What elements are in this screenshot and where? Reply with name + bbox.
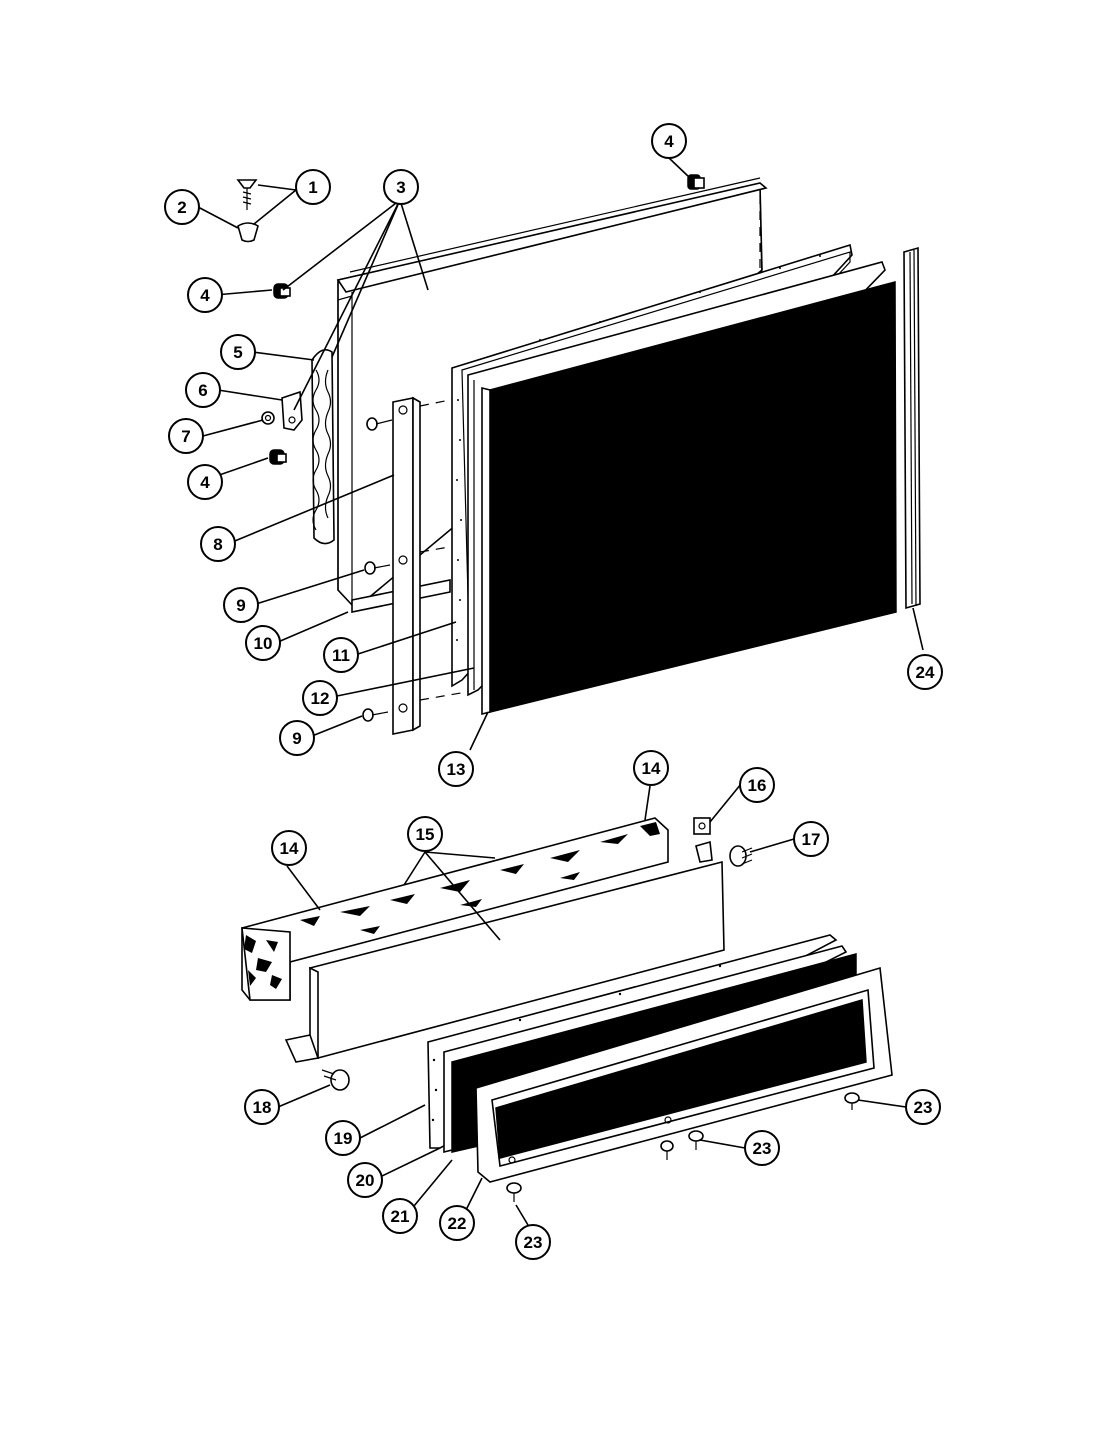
callout-23: 23: [905, 1089, 941, 1125]
svg-text:10: 10: [254, 634, 273, 653]
callout-14: 14: [271, 830, 307, 866]
callout-16: 16: [739, 767, 775, 803]
svg-text:23: 23: [753, 1139, 772, 1158]
bumper-icon: [273, 283, 291, 299]
callout-17: 17: [793, 821, 829, 857]
screw-icon: [844, 1092, 860, 1110]
svg-text:9: 9: [292, 729, 301, 748]
svg-text:21: 21: [391, 1207, 410, 1226]
svg-text:24: 24: [916, 663, 935, 682]
svg-text:17: 17: [802, 830, 821, 849]
callout-8: 8: [200, 526, 236, 562]
svg-text:13: 13: [447, 760, 466, 779]
screw-icon: [506, 1182, 522, 1202]
top-channel: [336, 182, 768, 293]
callout-23: 23: [744, 1130, 780, 1166]
svg-text:8: 8: [213, 535, 222, 554]
svg-text:4: 4: [664, 132, 674, 151]
screw-icon: [688, 1130, 704, 1150]
svg-text:9: 9: [236, 596, 245, 615]
svg-text:11: 11: [332, 646, 350, 665]
callout-12: 12: [302, 680, 338, 716]
svg-text:6: 6: [198, 381, 207, 400]
svg-text:1: 1: [308, 178, 317, 197]
control-panel-assembly: [241, 817, 893, 1202]
clip-icon: [693, 817, 713, 863]
callout-9: 9: [223, 587, 259, 623]
callout-21: 21: [382, 1198, 418, 1234]
svg-text:12: 12: [311, 689, 330, 708]
callout-4: 4: [651, 123, 687, 159]
screw-cap-icon: [237, 222, 259, 243]
svg-text:5: 5: [233, 343, 242, 362]
callout-18: 18: [244, 1089, 280, 1125]
screw-icon: [366, 417, 393, 431]
callout-14: 14: [633, 750, 669, 786]
svg-text:16: 16: [748, 776, 767, 795]
screw-icon: [729, 845, 753, 867]
svg-text:4: 4: [200, 286, 210, 305]
hinge-bracket: [281, 390, 303, 431]
callout-2: 2: [164, 189, 200, 225]
screw-icon: [362, 708, 389, 722]
svg-text:19: 19: [334, 1129, 353, 1148]
nut-icon: [261, 411, 275, 425]
callout-10: 10: [245, 625, 281, 661]
callout-3: 3: [383, 169, 419, 205]
bumper-icon: [687, 174, 705, 190]
svg-text:14: 14: [642, 759, 661, 778]
svg-text:20: 20: [356, 1171, 375, 1190]
svg-text:18: 18: [253, 1098, 272, 1117]
screw-icon: [364, 561, 391, 575]
callout-15: 15: [407, 816, 443, 852]
callout-5: 5: [220, 334, 256, 370]
callout-6: 6: [185, 372, 221, 408]
callout-22: 22: [439, 1205, 475, 1241]
callout-24: 24: [907, 654, 943, 690]
svg-text:3: 3: [396, 178, 405, 197]
callout-20: 20: [347, 1162, 383, 1198]
svg-text:23: 23: [914, 1098, 933, 1117]
callout-1: 1: [295, 169, 331, 205]
leader-lines: [197, 157, 924, 1236]
svg-text:23: 23: [524, 1233, 543, 1252]
door-panel-assembly: [236, 174, 921, 735]
bumper-icon: [269, 449, 287, 465]
callout-13: 13: [438, 751, 474, 787]
callout-23: 23: [515, 1224, 551, 1260]
svg-text:2: 2: [177, 198, 186, 217]
screw-icon: [321, 1069, 350, 1091]
screw-icon: [236, 179, 258, 210]
callout-11: 11: [323, 637, 359, 673]
svg-text:4: 4: [200, 473, 210, 492]
svg-text:15: 15: [416, 825, 435, 844]
screw-icon: [660, 1140, 674, 1160]
svg-text:7: 7: [181, 427, 190, 446]
callout-7: 7: [168, 418, 204, 454]
callout-4: 4: [187, 277, 223, 313]
callout-4: 4: [187, 464, 223, 500]
svg-text:14: 14: [280, 839, 299, 858]
callout-9: 9: [279, 720, 315, 756]
callout-19: 19: [325, 1120, 361, 1156]
svg-text:22: 22: [448, 1214, 467, 1233]
